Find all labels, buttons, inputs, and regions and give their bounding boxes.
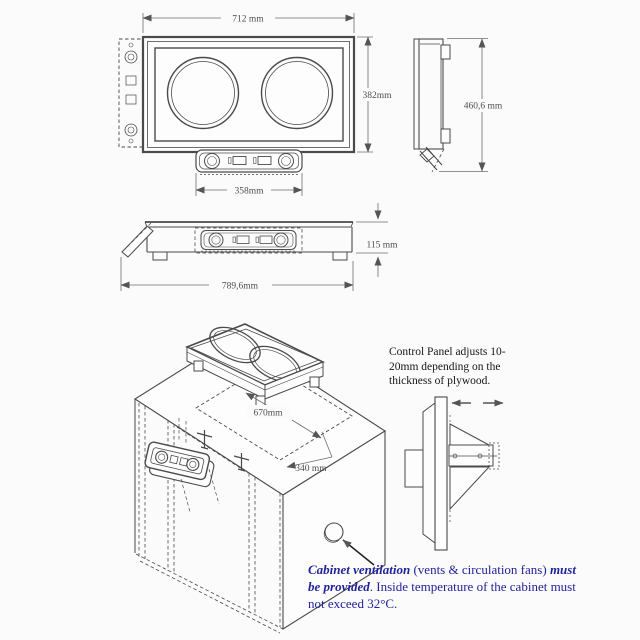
mounted-control-panel bbox=[144, 441, 215, 488]
dim-label-cutout-depth: 340 mm bbox=[295, 464, 327, 474]
dim-340: 340 mm bbox=[286, 431, 333, 474]
dim-label-top-width: 712 mm bbox=[232, 15, 264, 25]
top-view: 712 mm 382mm 358mm bbox=[118, 11, 395, 197]
dim-label-top-depth: 382mm bbox=[362, 91, 392, 101]
burner-left bbox=[166, 56, 240, 130]
ventilation-note-emphasis-1: Cabinet ventilation bbox=[308, 562, 411, 577]
dim-712: 712 mm bbox=[142, 11, 355, 33]
dim-label-total-width: 789,6mm bbox=[222, 282, 259, 292]
dim-789: 789,6mm bbox=[120, 257, 354, 292]
vent-hole bbox=[323, 522, 344, 543]
side-view-flap bbox=[419, 146, 445, 173]
panel-leader-lines bbox=[178, 418, 220, 513]
iso-burner-back bbox=[209, 326, 261, 364]
front-view-flap bbox=[121, 222, 154, 258]
control-panel-note: Control Panel adjusts 10-20mm depending … bbox=[389, 345, 532, 389]
dim-label-front-height: 115 mm bbox=[366, 241, 398, 251]
control-panel-top-view bbox=[195, 149, 303, 175]
mounting-brackets bbox=[196, 430, 250, 472]
ventilation-note-emphasis-2: must be provided bbox=[308, 562, 576, 595]
folded-control-strip bbox=[118, 38, 144, 148]
front-view: 115 mm 789,6mm bbox=[120, 203, 403, 292]
panel-adjust-detail bbox=[404, 396, 504, 551]
cooktop-isometric bbox=[185, 323, 325, 407]
dim-115: 115 mm bbox=[356, 203, 403, 277]
dim-382: 382mm bbox=[357, 36, 395, 153]
installation-view: 670mm 340 mm bbox=[133, 323, 387, 634]
dim-460: 460,6 mm bbox=[439, 38, 507, 172]
dim-label-side-height: 460,6 mm bbox=[464, 102, 503, 112]
dim-label-cutout-length: 670mm bbox=[253, 409, 283, 419]
dim-358: 358mm bbox=[195, 173, 303, 197]
dim-670: 670mm bbox=[245, 392, 322, 439]
dim-label-panel-width: 358mm bbox=[234, 187, 264, 197]
cooktop-foot bbox=[193, 360, 204, 372]
side-view-right: 460,6 mm bbox=[413, 38, 507, 173]
burner-right bbox=[260, 56, 334, 130]
ventilation-note-text-2: . Inside temperature of the cabinet must… bbox=[308, 579, 576, 612]
cooktop-foot bbox=[309, 376, 320, 388]
control-panel-front-view bbox=[194, 227, 303, 254]
cooktop-foot bbox=[255, 395, 266, 407]
ventilation-note: Cabinet ventilation (vents & circulation… bbox=[308, 561, 590, 612]
clamp-bar bbox=[448, 444, 494, 467]
vent-arrow bbox=[342, 539, 375, 566]
cooktop-outline bbox=[141, 35, 356, 154]
ventilation-note-text-1: (vents & circulation fans) bbox=[410, 562, 550, 577]
plywood-plate bbox=[434, 396, 448, 551]
control-panel-note-text: Control Panel adjusts 10-20mm depending … bbox=[389, 346, 506, 388]
